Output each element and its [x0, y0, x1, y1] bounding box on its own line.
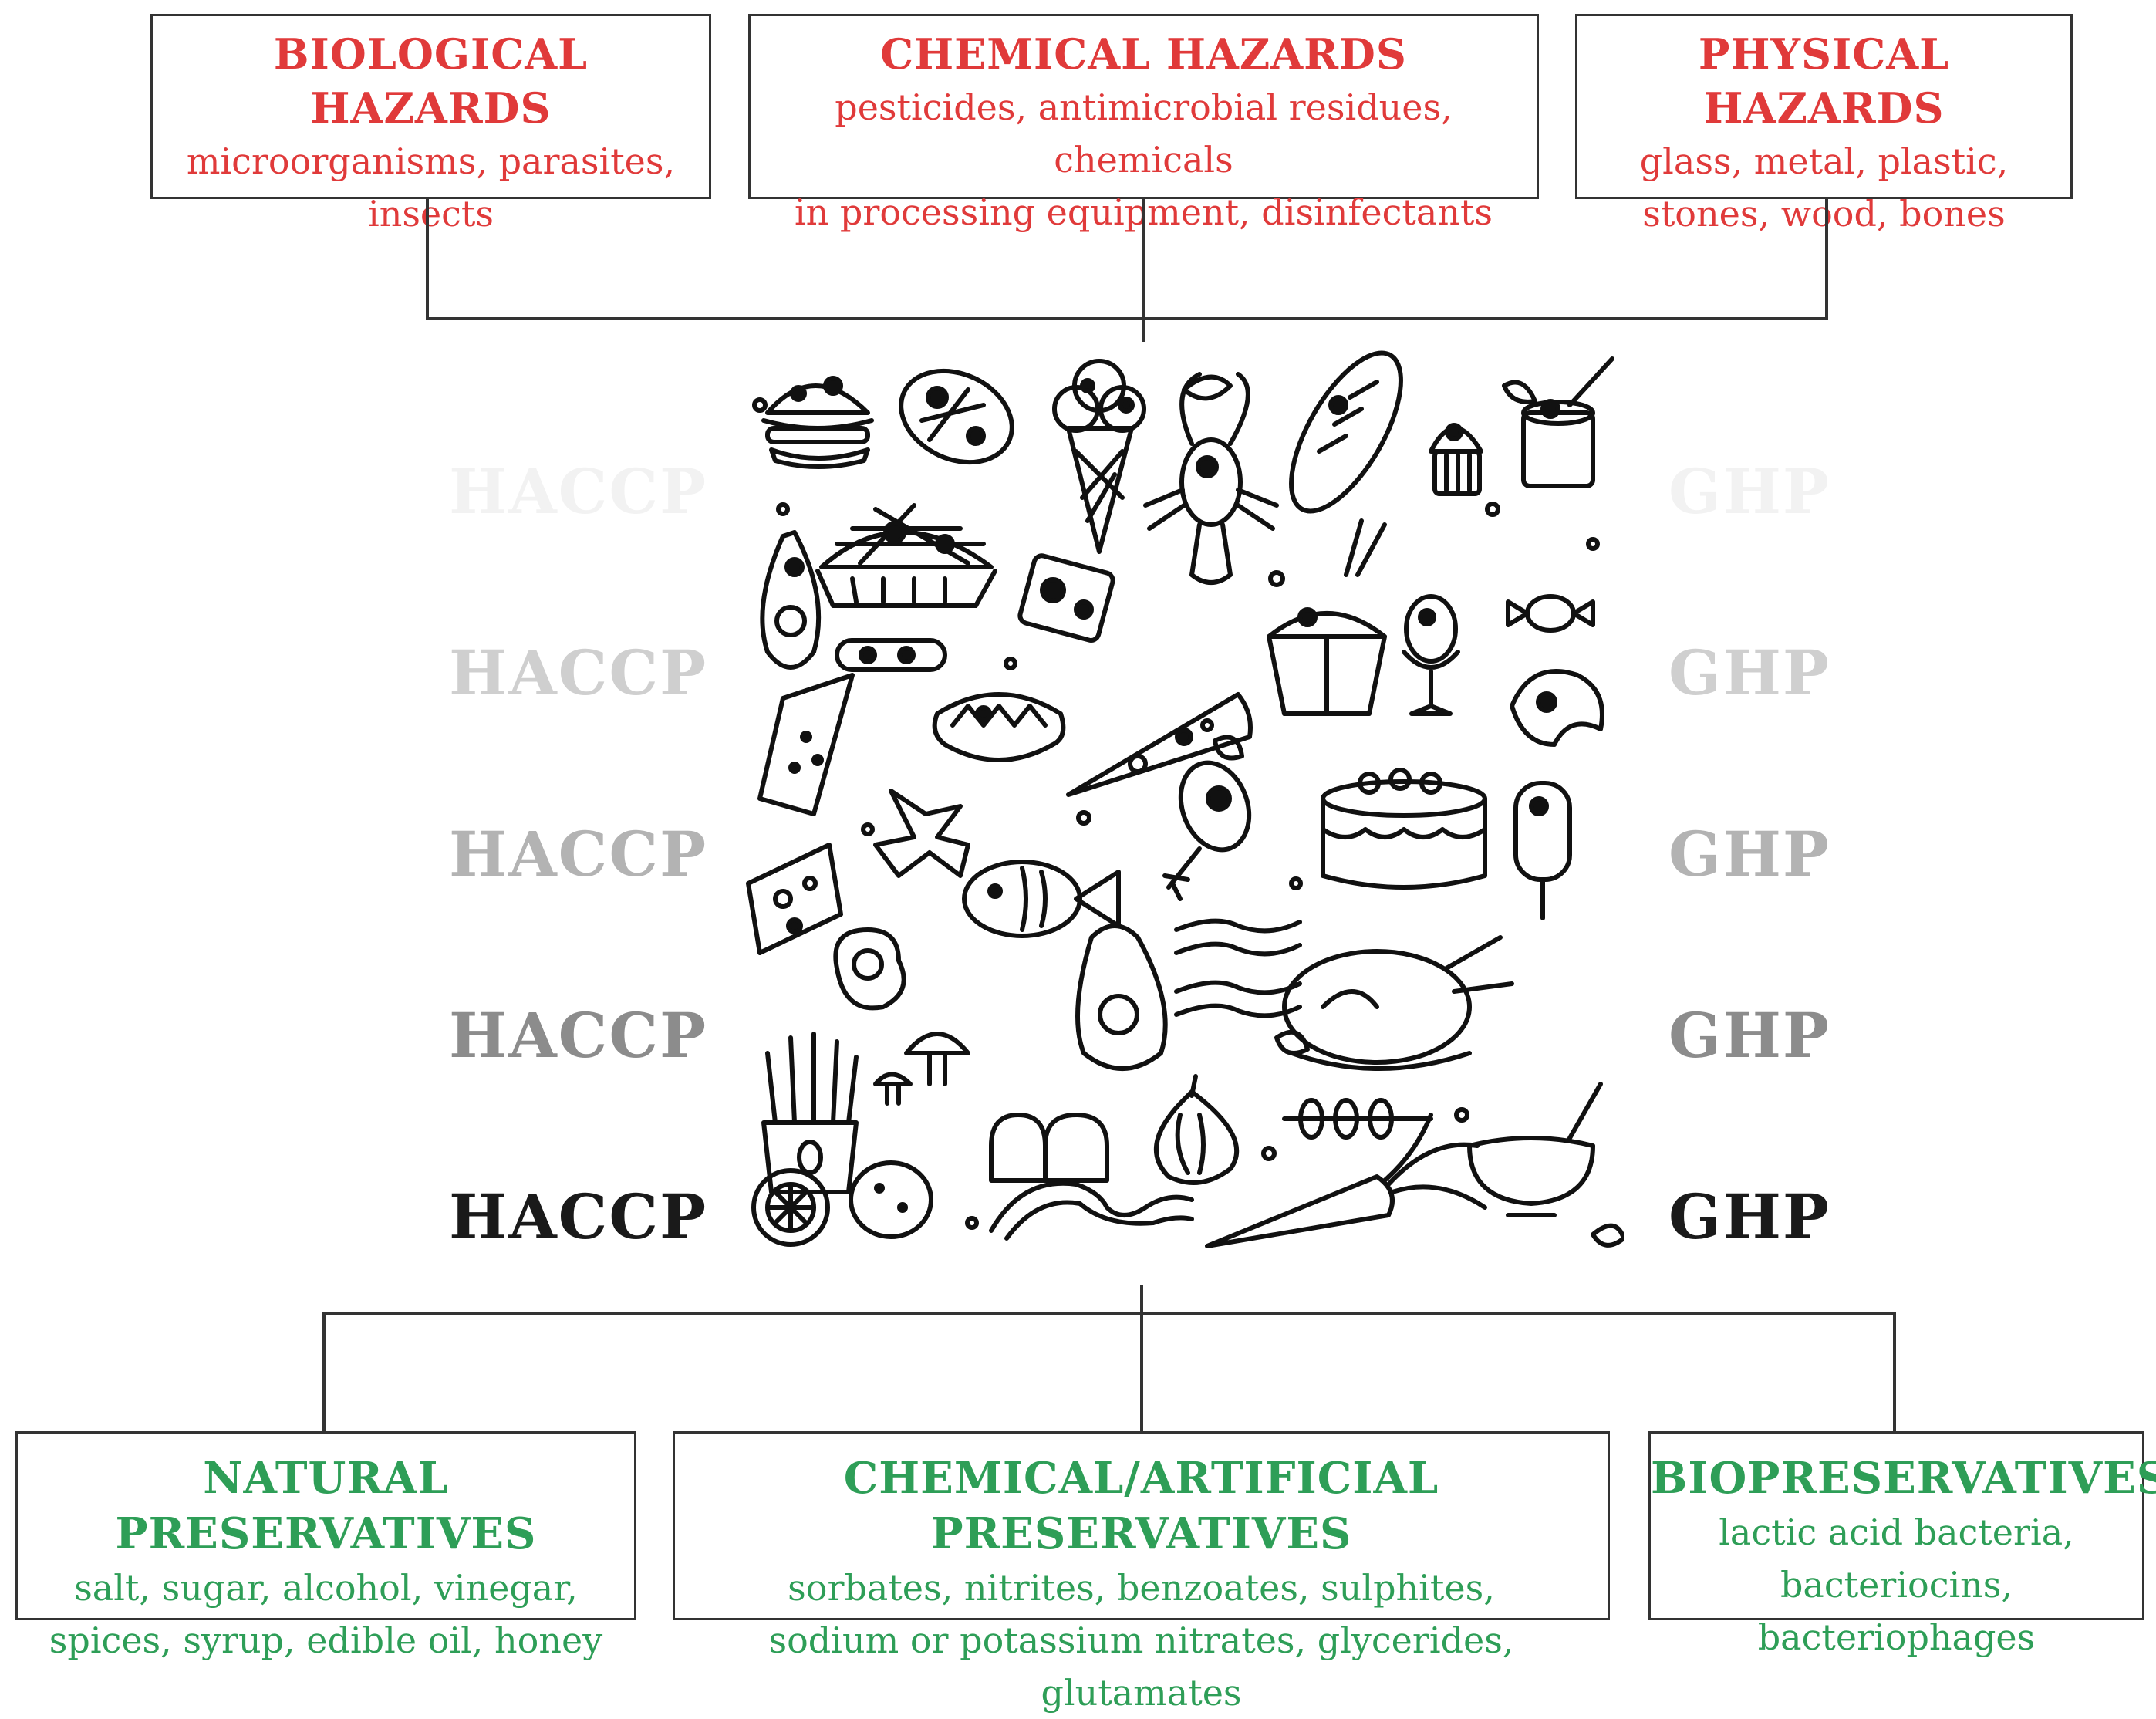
chemical-preservatives-title: CHEMICAL/ARTIFICIAL PRESERVATIVES	[843, 1453, 1439, 1559]
ice-cream-icon	[1052, 359, 1146, 554]
connector-center-up	[1140, 1285, 1143, 1431]
cheese-icon	[746, 843, 843, 955]
sandwich-icon	[1017, 553, 1115, 643]
burger-icon	[761, 376, 874, 469]
biopreservatives-box: BIOPRESERVATIVES lactic acid bacteria, b…	[1648, 1431, 2156, 1658]
drumstick-icon	[1162, 760, 1252, 901]
ghp-label-5: GHP	[1668, 1180, 1831, 1253]
physical-hazards-title: PHYSICAL HAZARDS	[1698, 29, 1950, 133]
bacon-icon	[1174, 918, 1302, 1018]
physical-hazards-box: PHYSICAL HAZARDS glass, metal, plastic, …	[1575, 14, 2073, 235]
leaf-icon	[873, 789, 970, 878]
decoration-dots-icon	[752, 397, 1600, 1230]
connector-natural-down	[322, 1312, 326, 1431]
biological-hazards-line2: insects	[367, 193, 494, 235]
mushroom-icon	[873, 1032, 970, 1106]
connector-physical-down	[1825, 199, 1828, 320]
haccp-label-2: HACCP	[449, 637, 708, 709]
avocado-half-icon	[1075, 924, 1168, 1071]
bread-icon	[989, 1113, 1109, 1183]
avocado-icon	[760, 530, 822, 670]
sausage-link-icon	[989, 1180, 1194, 1241]
roast-chicken-icon	[1282, 935, 1514, 1071]
ghp-label-3: GHP	[1668, 818, 1831, 890]
pie-icon	[815, 503, 997, 608]
hot-dog-icon	[932, 692, 1066, 762]
yogurt-icon	[1521, 356, 1614, 488]
biological-hazards-line1: microorganisms, parasites,	[186, 140, 676, 182]
connector-biopreservatives-down	[1893, 1312, 1896, 1431]
pizza-icon	[1066, 692, 1253, 797]
salmon-icon	[899, 368, 1014, 465]
natural-preservatives-box: NATURAL PRESERVATIVES salt, sugar, alcoh…	[15, 1431, 636, 1661]
noodle-box-icon	[1267, 518, 1387, 716]
natural-preservatives-title: NATURAL PRESERVATIVES	[115, 1453, 537, 1559]
fried-egg-icon	[833, 927, 906, 1011]
chemical-hazards-title: CHEMICAL HAZARDS	[880, 29, 1407, 79]
biological-hazards-title: BIOLOGICAL HAZARDS	[273, 29, 589, 133]
natural-preservatives-line1: salt, sugar, alcohol, vinegar,	[74, 1567, 578, 1609]
haccp-label-4: HACCP	[449, 999, 708, 1072]
chemical-preservatives-line2: sodium or potassium nitrates, glycerides…	[768, 1619, 1514, 1714]
potato-icon	[849, 1160, 933, 1239]
connector-chemical-down	[1142, 199, 1145, 342]
lobster-icon	[1143, 372, 1279, 585]
connector-top-horizontal	[426, 317, 1828, 320]
physical-hazards-line2: stones, wood, bones	[1642, 193, 2006, 235]
ghp-label-2: GHP	[1668, 637, 1831, 709]
biopreservatives-title: BIOPRESERVATIVES	[1651, 1453, 2156, 1504]
carrot-icon	[1205, 1113, 1487, 1248]
cake-icon	[1321, 768, 1487, 890]
fish-icon	[962, 860, 1121, 938]
egg-cup-icon	[1402, 594, 1460, 716]
connector-bottom-horizontal	[322, 1312, 1896, 1315]
candy-icon	[1506, 594, 1595, 633]
biological-hazards-box: BIOLOGICAL HAZARDS microorganisms, paras…	[150, 14, 711, 235]
skewer-icon	[1282, 1098, 1433, 1140]
ghp-label-4: GHP	[1668, 999, 1831, 1072]
chemical-hazards-line1: pesticides, antimicrobial residues, chem…	[835, 86, 1453, 181]
onion-icon	[1154, 1074, 1240, 1185]
biopreservatives-line1: lactic acid bacteria,	[1719, 1511, 2074, 1553]
connector-biological-down	[426, 199, 429, 320]
popsicle-icon	[1513, 781, 1572, 920]
sausage-icon	[835, 638, 947, 672]
natural-preservatives-line2: spices, syrup, edible oil, honey	[49, 1619, 603, 1661]
physical-hazards-line1: glass, metal, plastic,	[1639, 140, 2009, 182]
bowl-icon	[1467, 1082, 1603, 1217]
chemical-preservatives-box: CHEMICAL/ARTIFICIAL PRESERVATIVES sorbat…	[673, 1431, 1610, 1714]
haccp-label-3: HACCP	[449, 818, 708, 890]
bread-loaf-icon	[1289, 350, 1403, 514]
biopreservatives-line2: bacteriocins, bacteriophages	[1757, 1564, 2036, 1658]
lemon-icon	[751, 1168, 830, 1247]
croissant-icon	[1510, 669, 1604, 747]
chemical-preservatives-line1: sorbates, nitrites, benzoates, sulphites…	[788, 1567, 1495, 1609]
ghp-label-1: GHP	[1668, 455, 1831, 528]
haccp-label-1: HACCP	[449, 455, 708, 528]
food-doodle-illustration	[737, 343, 1626, 1261]
muffin-icon	[1429, 423, 1483, 496]
burrito-icon	[757, 673, 855, 816]
fries-icon	[761, 1032, 859, 1194]
chemical-hazards-box: CHEMICAL HAZARDS pesticides, antimicrobi…	[748, 14, 1539, 233]
haccp-label-5: HACCP	[449, 1180, 708, 1253]
